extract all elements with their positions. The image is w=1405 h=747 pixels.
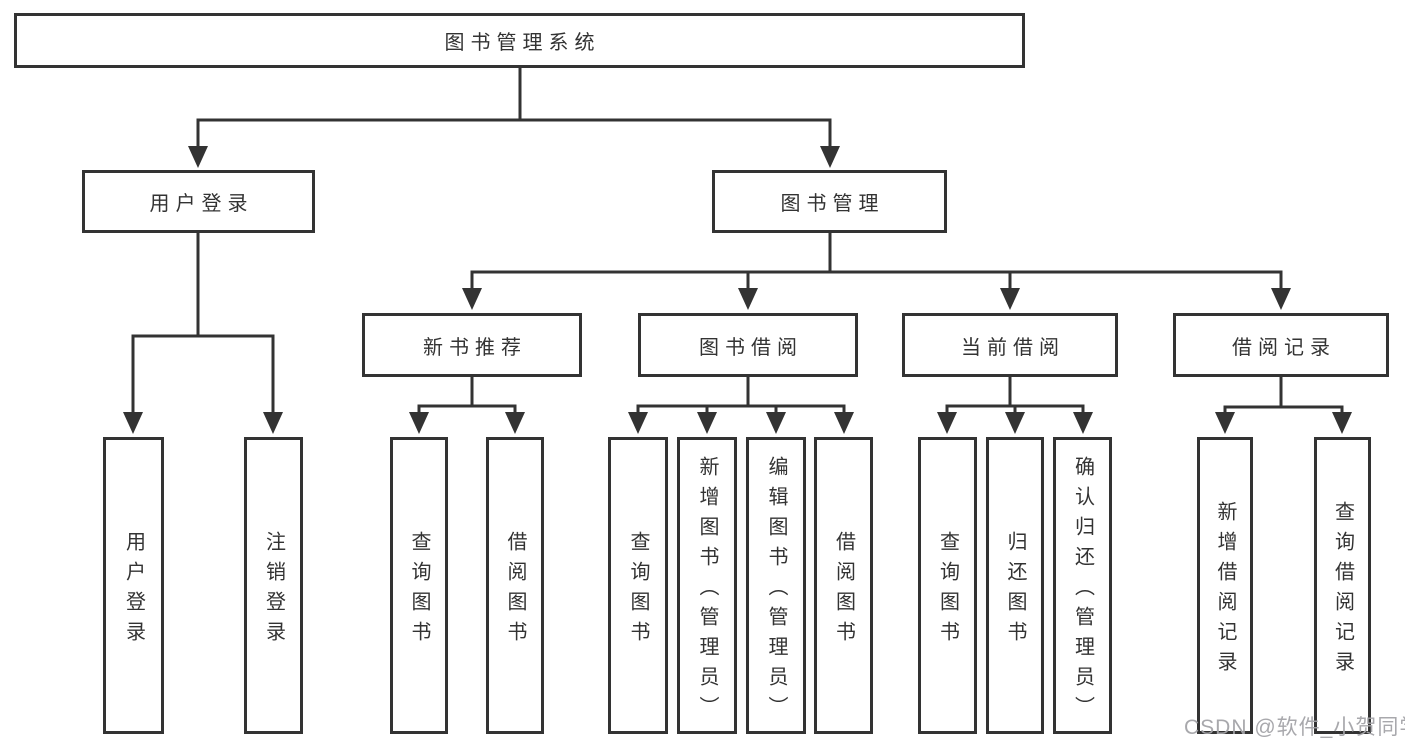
leaf-borrow-book-2: 借阅图书 bbox=[814, 437, 873, 734]
leaf-add-book-admin: 新增图书（管理员） bbox=[677, 437, 737, 734]
leaf-return-book-label: 归还图书 bbox=[1004, 530, 1026, 651]
leaf-edit-book-admin-label: 编辑图书（管理员） bbox=[765, 455, 787, 726]
node-root: 图书管理系统 bbox=[14, 13, 1025, 68]
node-current-borrow-label: 当前借阅 bbox=[961, 336, 1065, 359]
connector-root-to-level2 bbox=[188, 67, 840, 168]
leaf-query-borrow-record: 查询借阅记录 bbox=[1314, 437, 1371, 734]
connector-book-management-children bbox=[462, 232, 1291, 310]
leaf-add-borrow-record: 新增借阅记录 bbox=[1197, 437, 1253, 734]
leaf-user-login: 用户登录 bbox=[103, 437, 164, 734]
leaf-query-book-3-label: 查询图书 bbox=[936, 530, 959, 651]
leaf-query-book-2-label: 查询图书 bbox=[627, 530, 649, 651]
leaf-query-book-3: 查询图书 bbox=[918, 437, 977, 734]
node-borrow-records: 借阅记录 bbox=[1173, 313, 1389, 377]
node-book-borrow-label: 图书借阅 bbox=[699, 336, 803, 359]
leaf-query-book-1-label: 查询图书 bbox=[408, 530, 430, 651]
leaf-return-book: 归还图书 bbox=[986, 437, 1044, 734]
node-user-login: 用户登录 bbox=[82, 170, 315, 233]
connector-current-borrow-children bbox=[937, 376, 1093, 434]
node-book-borrow: 图书借阅 bbox=[638, 313, 858, 377]
leaf-user-login-label: 用户登录 bbox=[122, 530, 145, 651]
leaf-confirm-return-admin: 确认归还（管理员） bbox=[1053, 437, 1112, 734]
connector-book-borrow-children bbox=[628, 376, 854, 434]
connector-user-login-children bbox=[123, 232, 283, 434]
leaf-borrow-book-2-label: 借阅图书 bbox=[832, 530, 855, 651]
leaf-borrow-book-1: 借阅图书 bbox=[486, 437, 544, 734]
node-borrow-records-label: 借阅记录 bbox=[1232, 336, 1336, 359]
leaf-confirm-return-admin-label: 确认归还（管理员） bbox=[1071, 455, 1094, 726]
connector-borrow-records-children bbox=[1215, 376, 1352, 434]
csdn-watermark: CSDN @软件_小贺同学 bbox=[1184, 716, 1405, 739]
leaf-query-book-2: 查询图书 bbox=[608, 437, 668, 734]
node-user-login-label: 用户登录 bbox=[149, 193, 254, 215]
leaf-borrow-book-1-label: 借阅图书 bbox=[504, 530, 526, 651]
node-root-label: 图书管理系统 bbox=[444, 32, 601, 54]
node-new-book-recommend-label: 新书推荐 bbox=[423, 336, 527, 359]
connector-new-book-recommend-children bbox=[409, 376, 525, 434]
node-book-management: 图书管理 bbox=[712, 170, 947, 233]
leaf-add-borrow-record-label: 新增借阅记录 bbox=[1214, 500, 1236, 681]
node-new-book-recommend: 新书推荐 bbox=[362, 313, 582, 377]
node-current-borrow: 当前借阅 bbox=[902, 313, 1118, 377]
leaf-logout: 注销登录 bbox=[244, 437, 303, 734]
leaf-add-book-admin-label: 新增图书（管理员） bbox=[696, 455, 718, 726]
leaf-query-book-1: 查询图书 bbox=[390, 437, 448, 734]
leaf-query-borrow-record-label: 查询借阅记录 bbox=[1331, 500, 1354, 681]
leaf-logout-label: 注销登录 bbox=[262, 530, 285, 651]
leaf-edit-book-admin: 编辑图书（管理员） bbox=[746, 437, 806, 734]
node-book-management-label: 图书管理 bbox=[780, 193, 885, 215]
